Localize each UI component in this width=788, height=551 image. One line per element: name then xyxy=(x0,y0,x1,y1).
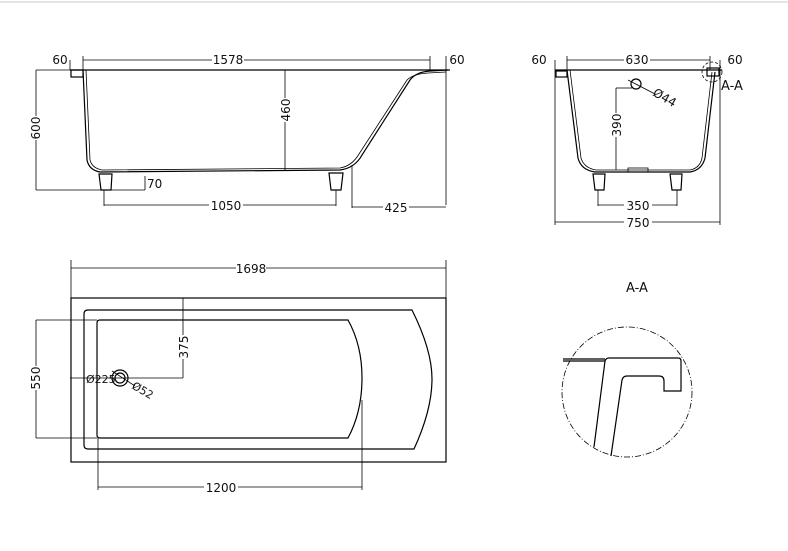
dim-750: 750 xyxy=(627,216,650,230)
rim-outline xyxy=(83,309,433,450)
end-left-foot xyxy=(592,173,606,191)
dim-350: 350 xyxy=(627,199,650,213)
dim-630: 630 xyxy=(626,53,649,67)
tub-inner-profile xyxy=(85,69,447,171)
dim-1200: 1200 xyxy=(206,481,237,495)
left-rim-block xyxy=(70,69,84,78)
dim-1698: 1698 xyxy=(236,262,267,276)
overflow-hole xyxy=(630,78,642,90)
basin-outline xyxy=(96,319,363,439)
dim-60-end-left: 60 xyxy=(531,53,546,67)
outer-frame xyxy=(70,297,447,463)
dim-drain-position: Ø225 xyxy=(86,373,116,386)
dim-460: 460 xyxy=(279,99,293,122)
dim-1578: 1578 xyxy=(213,53,244,67)
dim-550: 550 xyxy=(29,367,43,390)
rim-cross-section xyxy=(593,357,682,457)
dim-70: 70 xyxy=(147,177,162,191)
dim-600: 600 xyxy=(29,117,43,140)
right-foot xyxy=(328,172,344,191)
dim-60-left: 60 xyxy=(52,53,67,67)
tub-outer-profile xyxy=(82,69,449,173)
detail-circle xyxy=(561,326,693,458)
left-foot xyxy=(98,173,113,191)
detail-title: A-A xyxy=(626,281,648,296)
dim-overflow-diameter: Ø44 xyxy=(651,85,679,109)
detail-view: A-A xyxy=(561,281,693,458)
section-label: A-A xyxy=(721,79,743,94)
end-right-foot xyxy=(669,173,683,191)
dim-390: 390 xyxy=(610,114,624,137)
dim-1050: 1050 xyxy=(211,199,242,213)
dim-60-end-right: 60 xyxy=(727,53,742,67)
section-marker-circle xyxy=(701,61,723,83)
dim-425: 425 xyxy=(385,201,408,215)
dim-375: 375 xyxy=(177,336,191,359)
dim-drain-diameter: Ø52 xyxy=(130,379,156,402)
plan-view: 1698 550 375 Ø225 Ø52 1200 xyxy=(29,260,447,495)
end-view: 630 60 60 Ø44 390 350 750 A-A xyxy=(531,52,743,230)
side-view: 1578 60 60 600 460 70 1050 425 xyxy=(29,52,465,215)
dim-60-right: 60 xyxy=(449,53,464,67)
